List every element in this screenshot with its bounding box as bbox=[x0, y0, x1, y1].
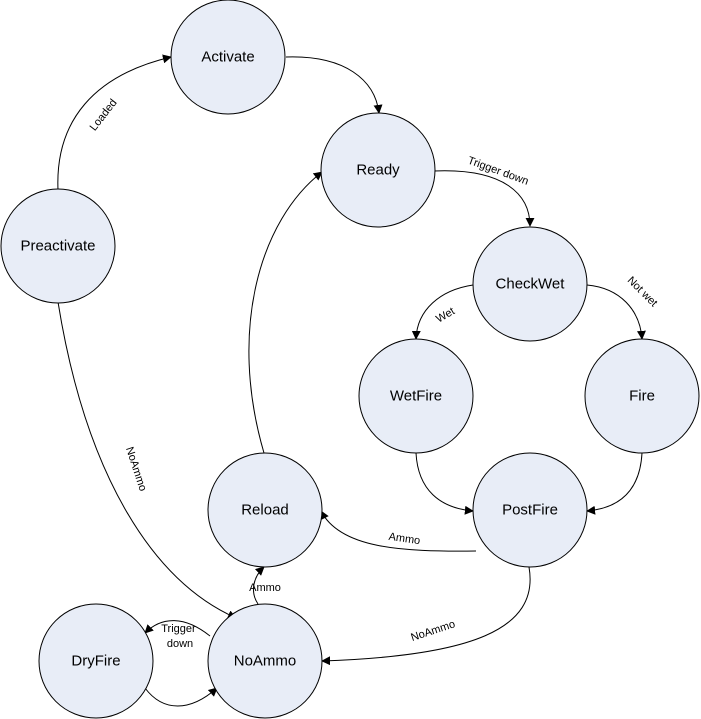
state-wetfire-label: WetFire bbox=[390, 388, 442, 405]
state-checkwet-circle bbox=[472, 226, 588, 342]
edge-noammo-reload bbox=[252, 566, 265, 605]
state-fire[interactable]: Fire bbox=[584, 338, 700, 454]
state-dryfire[interactable]: DryFire bbox=[38, 603, 154, 719]
state-fire-label: Fire bbox=[629, 388, 655, 405]
state-activate-circle bbox=[170, 0, 286, 115]
edge-label-noammo-left: NoAmmo bbox=[123, 445, 149, 492]
state-activate[interactable]: Activate bbox=[170, 0, 286, 115]
state-ready-circle bbox=[320, 112, 436, 228]
state-postfire-label: PostFire bbox=[502, 502, 558, 519]
edge-label-ammo-postfire: Ammo bbox=[388, 531, 421, 547]
edge-activate-ready bbox=[285, 56, 383, 114]
state-postfire[interactable]: PostFire bbox=[472, 452, 588, 568]
state-postfire-circle bbox=[472, 452, 588, 568]
state-wetfire-circle bbox=[358, 338, 474, 454]
state-noammo[interactable]: NoAmmo bbox=[207, 603, 323, 719]
edge-noammo-dryfire bbox=[144, 620, 211, 637]
state-reload[interactable]: Reload bbox=[207, 452, 323, 568]
edge-fire-postfire bbox=[586, 452, 643, 515]
state-ready-label: Ready bbox=[356, 162, 400, 179]
state-preactivate[interactable]: Preactivate bbox=[0, 188, 116, 304]
state-noammo-circle bbox=[207, 603, 323, 719]
edge-preactivate-activate bbox=[57, 54, 172, 191]
state-dryfire-circle bbox=[38, 603, 154, 719]
edge-reload-ready bbox=[248, 171, 323, 454]
state-ready[interactable]: Ready bbox=[320, 112, 436, 228]
edge-checkwet-fire bbox=[586, 284, 646, 340]
edge-wetfire-postfire bbox=[415, 452, 474, 515]
edge-label-wet: Wet bbox=[434, 305, 457, 325]
edge-postfire-reload bbox=[320, 510, 477, 552]
state-dryfire-label: DryFire bbox=[71, 653, 120, 670]
state-preactivate-label: Preactivate bbox=[20, 238, 95, 255]
edge-checkwet-wetfire bbox=[411, 284, 474, 340]
edge-label-not-wet: Not wet bbox=[625, 274, 660, 309]
edge-label-trigger-down: Trigger down bbox=[466, 155, 530, 188]
edge-postfire-noammo bbox=[321, 566, 531, 666]
state-activate-label: Activate bbox=[201, 49, 254, 66]
edge-label-ammo-noammo: Ammo bbox=[249, 582, 281, 594]
state-reload-label: Reload bbox=[241, 502, 289, 519]
edge-label-trigger-line2: down bbox=[167, 638, 193, 650]
state-checkwet-label: CheckWet bbox=[496, 276, 566, 293]
state-wetfire[interactable]: WetFire bbox=[358, 338, 474, 454]
edge-label-noammo-bottom: NoAmmo bbox=[409, 618, 456, 644]
edge-preactivate-noammo bbox=[57, 301, 237, 619]
state-checkwet[interactable]: CheckWet bbox=[472, 226, 588, 342]
edge-label-trigger-down-dryfire: Trigger down bbox=[161, 623, 199, 650]
state-reload-circle bbox=[207, 452, 323, 568]
edge-label-loaded: Loaded bbox=[88, 97, 120, 133]
state-fire-circle bbox=[584, 338, 700, 454]
state-preactivate-circle bbox=[0, 188, 116, 304]
edge-label-trigger-line1: Trigger bbox=[161, 623, 196, 635]
edge-ready-checkwet bbox=[433, 170, 535, 227]
edge-dryfire-noammo bbox=[144, 687, 218, 707]
state-noammo-label: NoAmmo bbox=[234, 653, 297, 670]
